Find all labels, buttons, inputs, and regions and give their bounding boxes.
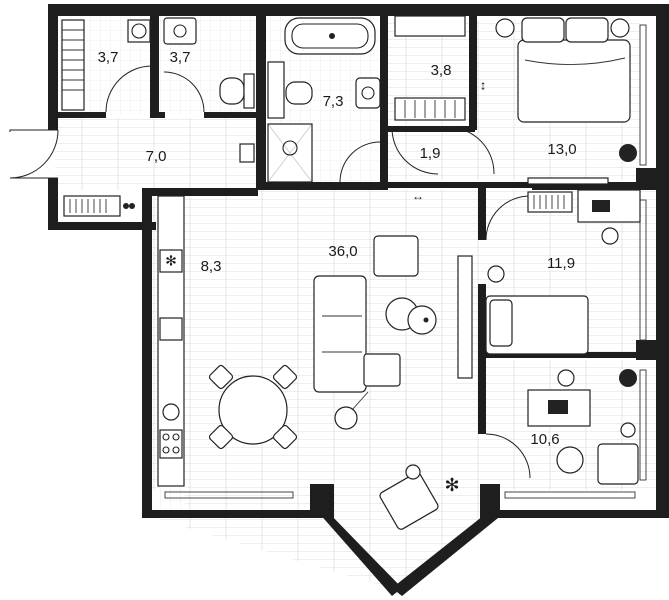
sliding-door-symbol-vertical: ↕ [480,77,487,92]
hall-floor [55,118,260,190]
fridge-icon [159,249,183,273]
lamp-icon [610,18,630,38]
symbols: ↔ ↕ [412,77,486,203]
toilet-icon [219,77,245,105]
shower-icon [267,123,313,183]
doors [9,24,647,499]
area-label-bathroom: 7,3 [323,93,344,110]
wc-door[interactable] [163,71,205,113]
area-label-bath-left: 3,7 [98,49,119,66]
window-right-bottom [639,369,647,481]
towel-rack [267,61,285,119]
living-furniture: ✻ [208,235,473,530]
plant-icon [619,144,637,162]
area-label-master-bedroom: 13,0 [547,141,576,158]
bedroom2-furniture [485,189,641,355]
wardrobe-rail-bottom [394,97,466,121]
area-label-wardrobe: 3,8 [431,62,452,79]
bay-armchair-icon [379,472,439,530]
window-bottom-right [504,491,636,499]
kitchen-sink-icon [159,317,183,341]
lamp-icon [495,18,515,38]
bedroom2-door[interactable] [485,195,531,241]
master-bedroom-furniture [495,17,637,185]
svg-text:✻: ✻ [444,475,459,495]
window-bottom-left [164,491,294,499]
plant-icon [619,369,637,387]
radiator-bedroom2 [527,191,573,213]
bedroom3-door[interactable] [485,433,531,479]
desk-chair-icon [601,227,619,245]
area-label-wc: 3,7 [170,49,191,66]
armchair-icon [373,235,419,277]
double-bed-icon [517,39,631,123]
area-label-kitchen: 8,3 [201,258,222,275]
area-label-living-room: 36,0 [328,243,357,260]
sliding-door-symbol: ↔ [412,189,424,203]
dishwasher-icon [162,403,180,421]
walls [48,4,669,596]
svg-text:✻: ✻ [165,253,177,269]
dining-table-icon [218,375,288,445]
radiator-hall [63,195,121,217]
switch-panel [239,143,255,163]
window-right-top [639,24,647,166]
floor-lamp-icon [334,406,358,430]
bathroom-fixtures [61,17,381,183]
desk-edge [527,177,609,185]
tv-stand-icon [457,255,473,379]
sofa-icon [313,275,367,393]
toilet-bathroom-icon [285,81,313,105]
room-labels: 3,7 3,7 7,3 3,8 13,0 7,0 1,9 36,0 8,3 11… [98,49,577,448]
wardrobe-rail-top [394,15,466,37]
sink-icon [163,17,197,45]
sink-bathroom-icon [355,77,381,109]
bedroom3-furniture [527,369,639,485]
bath-left-door[interactable] [105,65,153,113]
dining-chairs [208,364,298,450]
towel-radiator [61,19,85,111]
bathroom-door[interactable] [339,141,381,183]
radiators [63,15,573,217]
entrance-door[interactable] [9,129,59,179]
cooktop-icon [159,429,183,459]
corridor-floor [385,130,475,180]
area-label-bedroom-3: 10,6 [530,431,559,448]
desk-chair-icon [557,369,575,387]
hall-furniture [123,143,255,209]
kitchen-furniture: ✻ [157,195,185,487]
window-right-mid [639,199,647,341]
bedside-lamp-icon [487,265,505,283]
area-label-hall: 7,0 [146,148,167,165]
side-table-icon [556,446,584,474]
corridor-doors[interactable] [391,126,495,175]
washer-icon [127,19,151,43]
area-label-corridor: 1,9 [420,145,441,162]
armchair-icon [597,443,639,485]
floor-lamp-icon [620,422,636,438]
area-label-bedroom-2: 11,9 [547,255,575,272]
